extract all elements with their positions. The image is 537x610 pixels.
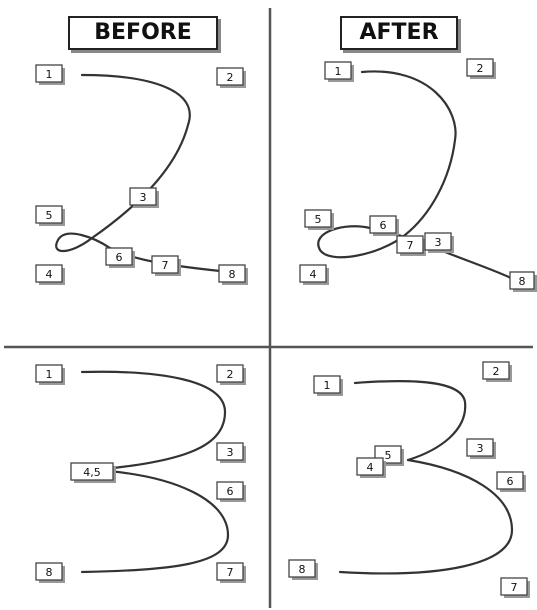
ctrl-point-7: 7 (151, 255, 181, 276)
panel-before-three: 1 2 3 4,5 6 8 7 (35, 364, 246, 583)
ctrl-point-7: 7 (396, 235, 426, 256)
ctrl-point-3: 3 (466, 438, 496, 459)
ctrl-point-5: 5 (35, 205, 65, 226)
after-header: AFTER (340, 16, 458, 50)
svg-text:6: 6 (116, 251, 123, 264)
ctrl-point-8: 8 (35, 562, 65, 583)
svg-text:4: 4 (310, 268, 317, 281)
before-two-curve (55, 73, 232, 274)
svg-text:8: 8 (46, 566, 53, 579)
ctrl-point-8: 8 (288, 559, 318, 580)
svg-text:1: 1 (46, 368, 53, 381)
svg-text:7: 7 (407, 239, 414, 252)
before-three-upper-curve (80, 370, 227, 472)
before-header: BEFORE (68, 16, 218, 50)
ctrl-point-2: 2 (466, 58, 496, 79)
svg-text:6: 6 (380, 219, 387, 232)
svg-text:3: 3 (227, 446, 234, 459)
svg-text:1: 1 (335, 65, 342, 78)
ctrl-point-3: 3 (424, 232, 454, 253)
ctrl-point-4: 4 (299, 264, 329, 285)
ctrl-point-1: 1 (35, 364, 65, 385)
ctrl-point-8: 8 (218, 264, 248, 285)
svg-text:2: 2 (227, 71, 234, 84)
ctrl-point-7: 7 (500, 577, 530, 598)
ctrl-point-4-5: 4,5 (70, 462, 116, 483)
ctrl-point-3: 3 (216, 442, 246, 463)
ctrl-point-4: 4 (356, 457, 386, 478)
svg-text:1: 1 (46, 68, 53, 81)
svg-text:4: 4 (367, 461, 374, 474)
svg-text:2: 2 (477, 62, 484, 75)
svg-text:4: 4 (46, 268, 53, 281)
svg-text:8: 8 (229, 268, 236, 281)
svg-text:6: 6 (507, 475, 514, 488)
svg-text:8: 8 (519, 275, 526, 288)
ctrl-point-6: 6 (496, 471, 526, 492)
ctrl-point-4: 4 (35, 264, 65, 285)
after-three-upper-curve (353, 379, 467, 462)
ctrl-point-8: 8 (509, 271, 537, 292)
svg-text:7: 7 (162, 259, 169, 272)
ctrl-point-2: 2 (216, 67, 246, 88)
ctrl-point-3: 3 (129, 187, 159, 208)
ctrl-point-6: 6 (369, 215, 399, 236)
svg-text:5: 5 (315, 213, 322, 226)
svg-text:7: 7 (227, 566, 234, 579)
ctrl-point-5: 5 (304, 209, 334, 230)
svg-text:2: 2 (227, 368, 234, 381)
panel-before-two: 1 2 3 5 4 6 7 (35, 64, 248, 285)
ctrl-point-1: 1 (324, 61, 354, 82)
svg-text:3: 3 (435, 236, 442, 249)
svg-text:2: 2 (493, 365, 500, 378)
ctrl-point-6: 6 (216, 481, 246, 502)
before-three-lower-curve (80, 468, 230, 574)
ctrl-point-2: 2 (216, 364, 246, 385)
panel-after-two: 1 2 5 6 7 3 4 (299, 58, 537, 292)
svg-text:6: 6 (227, 485, 234, 498)
svg-text:1: 1 (324, 379, 331, 392)
svg-text:3: 3 (140, 191, 147, 204)
after-three-lower-curve (338, 458, 514, 575)
ctrl-point-1: 1 (35, 64, 65, 85)
svg-text:8: 8 (299, 563, 306, 576)
ctrl-point-2: 2 (482, 361, 512, 382)
ctrl-point-6: 6 (105, 247, 135, 268)
svg-text:7: 7 (511, 581, 518, 594)
ctrl-point-1: 1 (313, 375, 343, 396)
svg-text:5: 5 (46, 209, 53, 222)
svg-text:4,5: 4,5 (83, 466, 101, 479)
ctrl-point-7: 7 (216, 562, 246, 583)
svg-text:3: 3 (477, 442, 484, 455)
svg-text:5: 5 (385, 449, 392, 462)
panel-after-three: 1 2 5 4 3 6 8 (288, 361, 530, 598)
